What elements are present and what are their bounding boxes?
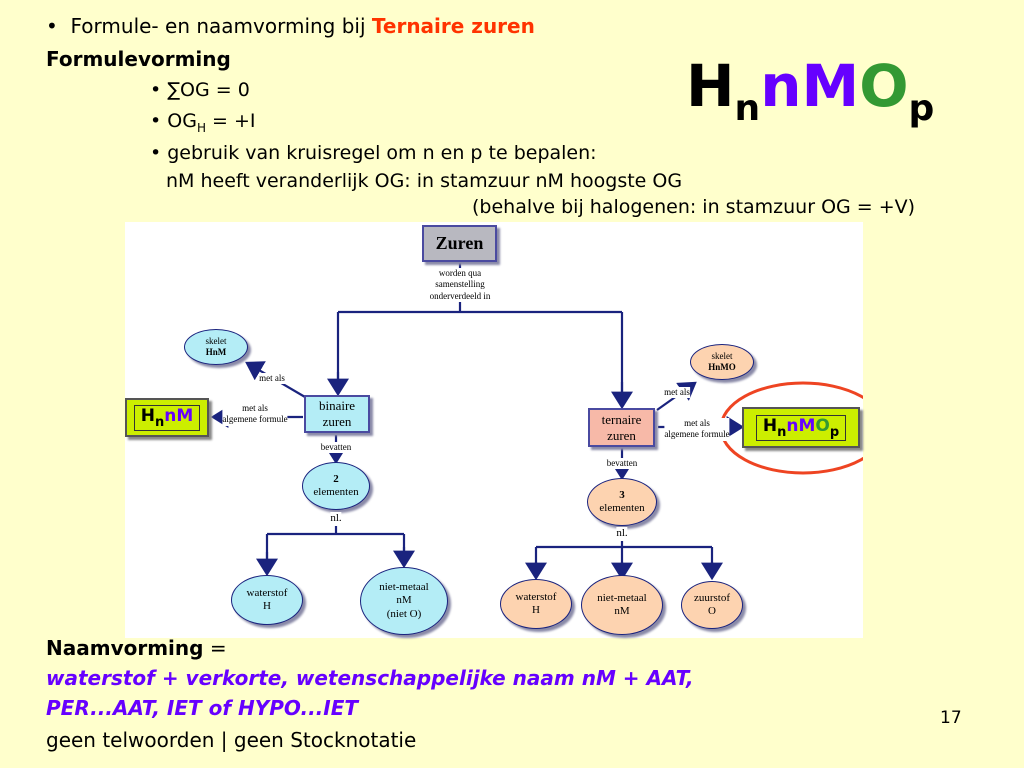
section-formulevorming: Formulevorming [46, 47, 231, 71]
node-text: H [263, 600, 271, 612]
bullet-og-h: • OGH = +I [150, 110, 256, 135]
formula-text: HnnM [133, 404, 201, 431]
naming-note: geen telwoorden | geen Stocknotatie [46, 728, 417, 752]
edge-text: met als [684, 418, 710, 428]
node-text: nM [396, 594, 412, 607]
node-text: O [708, 605, 716, 617]
node-zuren: Zuren [422, 225, 497, 262]
formula-o: O [859, 52, 909, 120]
bullet-dot: • [46, 14, 71, 38]
edge-label-met-als: met als [664, 387, 690, 399]
edge-label-bevatten: bevatten [606, 458, 638, 470]
formula-nm: nM [164, 405, 194, 426]
page-number: 17 [940, 708, 962, 728]
bullet-sum-og: • ∑OG = 0 [150, 79, 250, 101]
formula-sub-n: n [154, 414, 165, 430]
bullet-kruisregel: • gebruik van kruisregel om n en p te be… [150, 142, 597, 164]
section-naamvorming: Naamvorming = [46, 636, 227, 660]
note-line-1: nM heeft veranderlijk OG: in stamzuur nM… [166, 170, 683, 192]
node-text: HnMO [708, 362, 736, 372]
subscript: H [196, 120, 206, 135]
node-text: zuurstof [693, 591, 731, 604]
node-text: nM [614, 605, 630, 617]
formula-sub-p: p [829, 424, 840, 440]
naming-rule-line-1: waterstof + verkorte, wetenschappelijke … [46, 666, 694, 690]
intro-text: Formule- en naamvorming bij [70, 14, 372, 38]
node-text: waterstof [515, 590, 557, 603]
edge-text: algemene formule [222, 414, 288, 425]
node-text: ternaire [601, 411, 642, 427]
formula-nm: nM [760, 52, 860, 120]
edge-text: met als [242, 403, 268, 413]
bullet-text: ∑OG = 0 [167, 79, 250, 101]
edge-text: onderverdeeld in [429, 290, 491, 301]
naming-rule-line-2: PER...AAT, IET of HYPO...IET [46, 696, 359, 720]
edge-text: worden qua [438, 268, 482, 278]
formula-o: O [815, 415, 830, 436]
node-text: elementen [313, 486, 359, 498]
intro-highlight: Ternaire zuren [371, 14, 535, 38]
formula-sub-n: n [734, 88, 761, 129]
node-text: waterstof [246, 586, 288, 599]
formula-box-hnm: HnnM [125, 398, 209, 437]
edge-text: samenstelling [435, 279, 485, 290]
general-formula-title: HnnMOp [686, 52, 934, 129]
formula-sub-p: p [908, 88, 935, 129]
node-text: skelet [205, 336, 227, 347]
node-text: 3 [619, 488, 625, 501]
edge-text: algemene formule [664, 429, 730, 440]
formula-text: HnnMOp [755, 414, 847, 441]
node-text: (niet O) [386, 607, 422, 620]
node-text: niet-metaal [379, 581, 429, 594]
intro-bullet: • Formule- en naamvorming bij Ternaire z… [46, 14, 535, 38]
formula-h: H [762, 415, 778, 436]
node-text: H [532, 604, 540, 616]
bullet-text: gebruik van kruisregel om n en p te bepa… [167, 142, 597, 164]
edge-label-bevatten: bevatten [320, 442, 352, 454]
equals-sign: = [203, 636, 227, 660]
formula-nm: nM [786, 415, 816, 436]
edge-label-nl: nl. [616, 527, 628, 541]
node-text: binaire [318, 398, 356, 414]
formula-sub-n: n [777, 424, 787, 440]
node-text: HnM [205, 347, 227, 357]
node-text: elementen [599, 502, 645, 514]
formula-h: H [140, 405, 155, 426]
formula-box-hnnmop: HnnMOp [742, 407, 860, 448]
edge-label-nl: nl. [330, 512, 342, 526]
bullet-text: OG [167, 110, 197, 132]
formula-h: H [686, 52, 735, 120]
bullet-text: = +I [205, 110, 256, 132]
section-title: Naamvorming [46, 636, 204, 660]
node-text: 2 [333, 472, 339, 485]
node-text: niet-metaal [597, 591, 647, 604]
edge-label-met-als: met als [259, 373, 285, 385]
node-text: zuren [322, 414, 352, 429]
node-text: zuren [607, 427, 636, 443]
note-line-2: (behalve bij halogenen: in stamzuur OG =… [472, 196, 916, 218]
node-text: skelet [711, 351, 733, 362]
